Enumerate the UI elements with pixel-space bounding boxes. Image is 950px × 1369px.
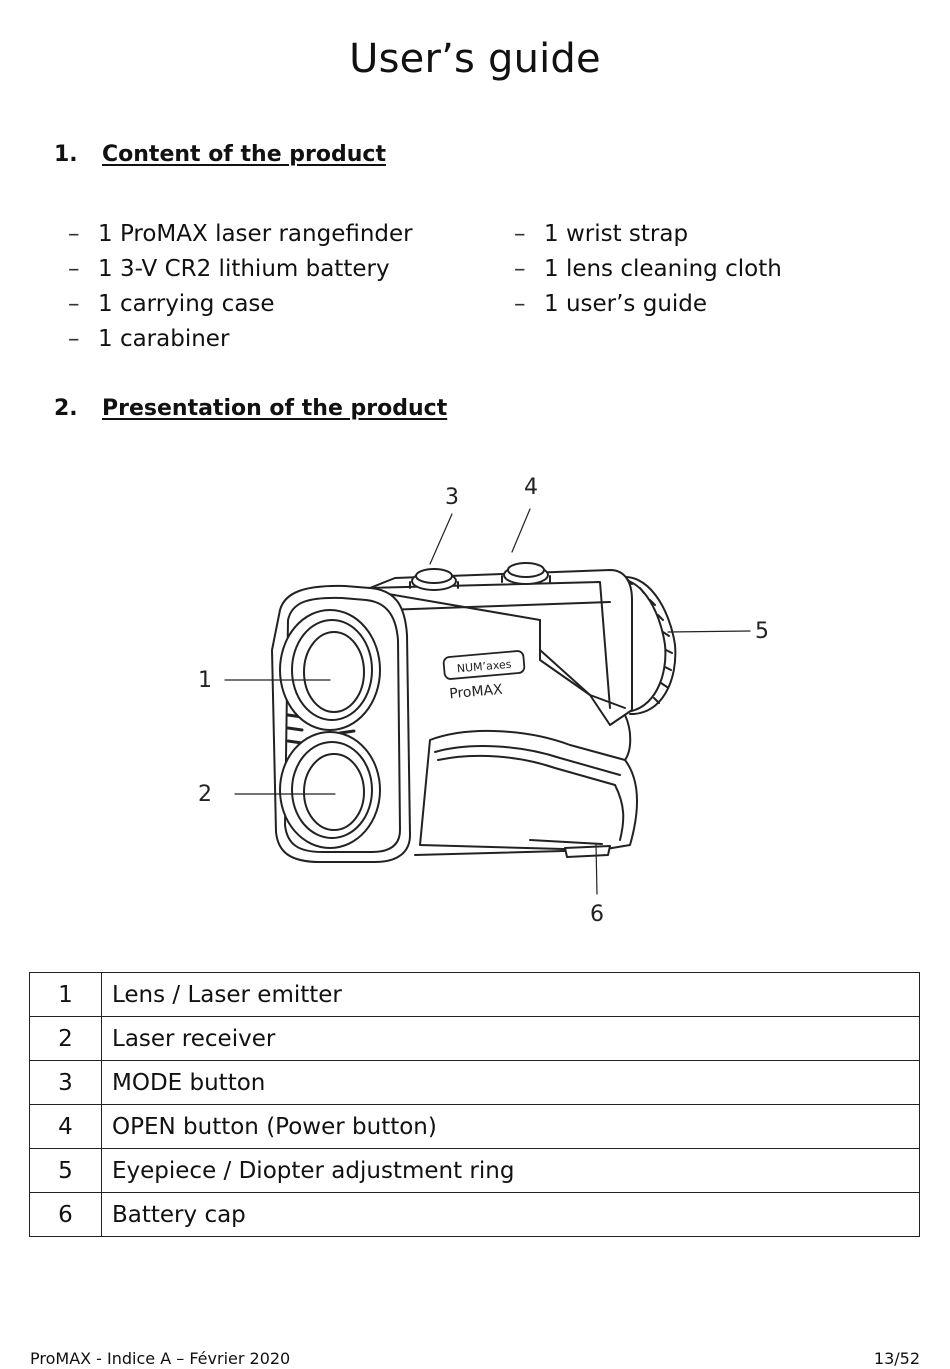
list-dash: – <box>514 291 526 317</box>
list-item: –1 ProMAX laser rangefinder <box>68 217 413 252</box>
part-number: 2 <box>29 1016 102 1061</box>
parts-legend-table: 1 Lens / Laser emitter 2 Laser receiver … <box>29 972 920 1237</box>
part-description: Eyepiece / Diopter adjustment ring <box>101 1148 920 1193</box>
footer-document-info: ProMAX - Indice A – Février 2020 <box>30 1349 291 1368</box>
part-description: Battery cap <box>101 1192 920 1237</box>
table-row: 5 Eyepiece / Diopter adjustment ring <box>29 1148 920 1193</box>
list-item: –1 carabiner <box>68 322 413 357</box>
section-title: Content of the product <box>102 142 386 167</box>
footer-page-number: 13/52 <box>873 1349 920 1368</box>
part-number: 6 <box>29 1192 102 1237</box>
part-number: 1 <box>29 972 102 1017</box>
part-description: MODE button <box>101 1060 920 1105</box>
part-description: OPEN button (Power button) <box>101 1104 920 1149</box>
callout-lines <box>224 508 751 895</box>
brand-badge: NUM’axes ProMAX <box>442 650 526 703</box>
part-number: 4 <box>29 1104 102 1149</box>
list-dash: – <box>68 221 80 247</box>
part-number: 5 <box>29 1148 102 1193</box>
list-item-text: 1 wrist strap <box>544 221 689 247</box>
list-dash: – <box>68 291 80 317</box>
callout-4: 4 <box>524 475 538 500</box>
list-item-text: 1 lens cleaning cloth <box>544 256 782 282</box>
section-heading-content: 1. Content of the product <box>54 142 386 167</box>
model-label: ProMAX <box>449 682 504 703</box>
mode-button <box>409 568 459 591</box>
list-item-text: 1 ProMAX laser rangefinder <box>98 221 413 247</box>
table-row: 3 MODE button <box>29 1060 920 1105</box>
part-description: Lens / Laser emitter <box>101 972 920 1017</box>
list-item: –1 lens cleaning cloth <box>514 252 782 287</box>
list-item: –1 carrying case <box>68 287 413 322</box>
table-row: 1 Lens / Laser emitter <box>29 972 920 1017</box>
part-description: Laser receiver <box>101 1016 920 1061</box>
rangefinder-illustration: NUM’axes ProMAX 1 2 3 4 5 6 <box>198 475 769 927</box>
part-number: 3 <box>29 1060 102 1105</box>
list-item: –1 user’s guide <box>514 287 782 322</box>
battery-cap <box>564 845 611 858</box>
callout-1: 1 <box>198 668 212 693</box>
callout-6: 6 <box>590 902 604 927</box>
callout-5: 5 <box>755 619 769 644</box>
list-dash: – <box>514 221 526 247</box>
table-row: 4 OPEN button (Power button) <box>29 1104 920 1149</box>
list-dash: – <box>514 256 526 282</box>
section-number: 2. <box>54 396 78 421</box>
list-item-text: 1 3-V CR2 lithium battery <box>98 256 390 282</box>
callout-2: 2 <box>198 782 212 807</box>
list-dash: – <box>68 256 80 282</box>
table-row: 6 Battery cap <box>29 1192 920 1237</box>
list-item-text: 1 carrying case <box>98 291 275 317</box>
list-item-text: 1 carabiner <box>98 326 230 352</box>
brand-label: NUM’axes <box>456 658 512 676</box>
contents-list-left: –1 ProMAX laser rangefinder –1 3-V CR2 l… <box>68 217 413 357</box>
table-row: 2 Laser receiver <box>29 1016 920 1061</box>
list-item: –1 3-V CR2 lithium battery <box>68 252 413 287</box>
section-number: 1. <box>54 142 78 167</box>
contents-list-right: –1 wrist strap –1 lens cleaning cloth –1… <box>514 217 782 322</box>
callout-3: 3 <box>445 485 459 510</box>
list-item: –1 wrist strap <box>514 217 782 252</box>
list-dash: – <box>68 326 80 352</box>
laser-receiver <box>279 731 381 849</box>
section-heading-presentation: 2. Presentation of the product <box>54 396 447 421</box>
lens-emitter <box>279 609 381 731</box>
list-item-text: 1 user’s guide <box>544 291 708 317</box>
page-title: User’s guide <box>349 36 601 82</box>
section-title: Presentation of the product <box>102 396 448 421</box>
open-button <box>501 562 551 585</box>
